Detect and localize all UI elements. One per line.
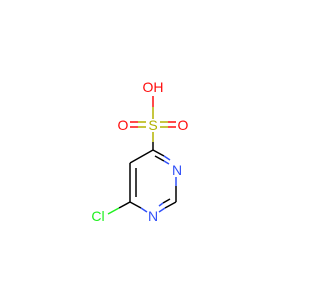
bond-c4-n3-n-half xyxy=(163,155,171,161)
bond-n1-c6-c-half xyxy=(129,201,142,209)
bond-c4-n3-inner-n xyxy=(163,160,170,165)
atom-o-left-label: O xyxy=(118,117,129,133)
bond-c6-cl-c-half xyxy=(118,201,131,209)
structure-canvas: OH S O O N N Cl xyxy=(91,79,189,224)
bond-c4-n3-c-half xyxy=(152,149,165,157)
bond-c2-n1-c-half xyxy=(164,201,177,209)
molecule-drawing: OH S O O N N Cl xyxy=(91,79,189,224)
bond-c2-n1-n-half xyxy=(158,207,166,213)
atom-cl-label: Cl xyxy=(91,208,104,224)
bond-c2-n1-inner-n xyxy=(158,202,164,207)
bond-n1-c6-n-half xyxy=(140,207,148,213)
bond-c4-n3-inner-c xyxy=(154,155,165,162)
atom-n-top-label: N xyxy=(172,162,182,178)
bond-c6-cl-cl-half xyxy=(107,207,120,215)
atom-o-right-label: O xyxy=(178,117,189,133)
atom-n-bottom-label: N xyxy=(148,208,158,224)
atom-oh-label: OH xyxy=(143,79,164,95)
bond-c2-n1-inner-c xyxy=(162,198,171,204)
atom-s-label: S xyxy=(148,117,157,133)
bond-c5-c4 xyxy=(129,149,154,164)
